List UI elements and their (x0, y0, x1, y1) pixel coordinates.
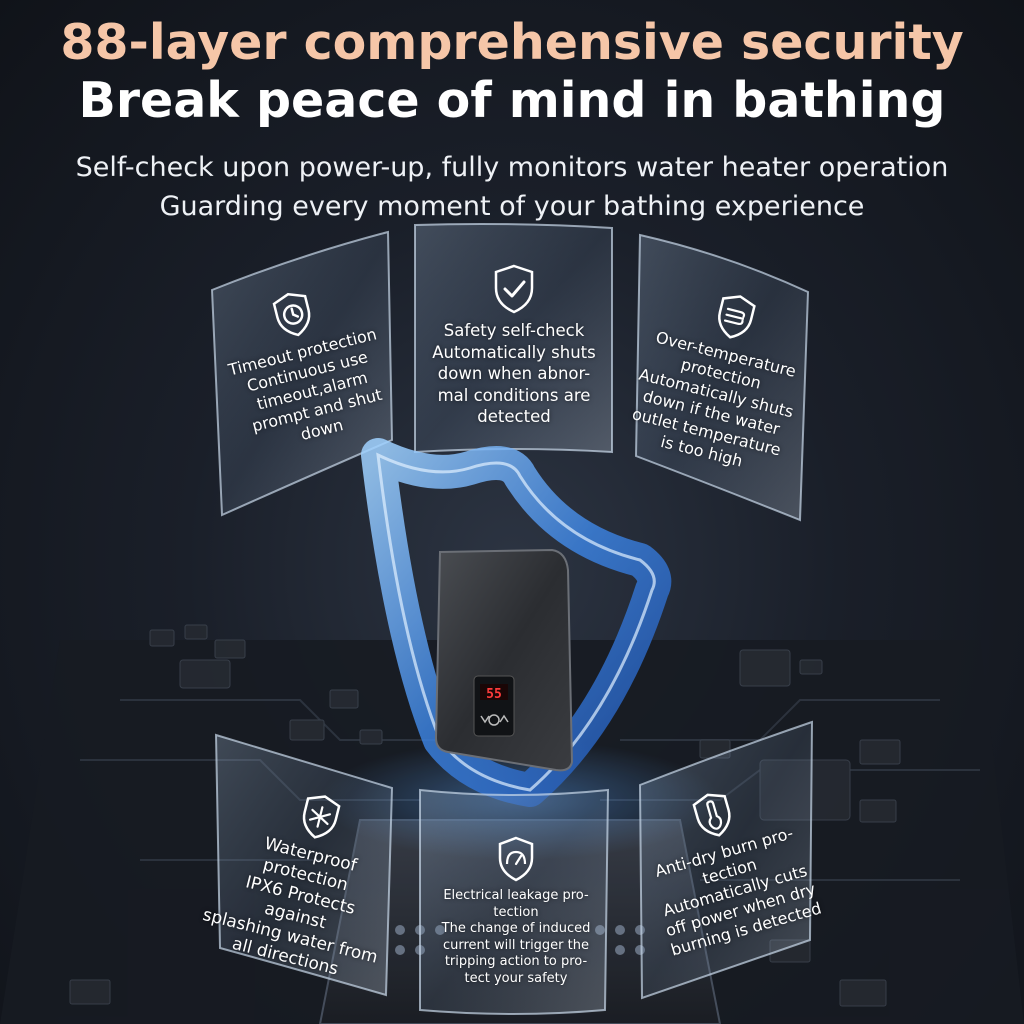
headline-line-1: 88-layer comprehensive security (60, 14, 964, 71)
feature-line: detected (477, 407, 551, 426)
feature-line: current will trigger the (443, 937, 589, 953)
wind-shield-icon (718, 295, 756, 339)
headline-line-2: Break peace of mind in bathing (78, 72, 946, 129)
snowflake-shield-icon (302, 795, 341, 839)
thermometer-shield-icon (692, 793, 731, 837)
glass-panel-waterproof (214, 733, 394, 997)
blue-shield (361, 438, 672, 807)
feature-line: mal conditions are (437, 385, 591, 405)
heater-display-value: 55 (486, 687, 502, 702)
glass-panel-timeout (210, 230, 394, 517)
feature-safety-self-check: Safety self-check Automatically shuts do… (420, 264, 608, 428)
feature-timeout-protection: Timeout protection Continuous use timeou… (206, 272, 406, 460)
water-heater: 55 (434, 548, 574, 772)
gauge-shield-icon (498, 836, 534, 882)
feature-anti-dry-burn-protection: Anti-dry burn pro- tection Automatically… (626, 770, 829, 962)
subheadline-line-2: Guarding every moment of your bathing ex… (159, 191, 865, 222)
feature-line: Electrical leakage pro- (443, 888, 589, 903)
feature-line: tection (493, 904, 539, 920)
feature-line: The change of induced (441, 921, 591, 936)
glass-panel-anti-dry (638, 720, 814, 1000)
check-shield-icon (494, 264, 534, 314)
feature-line: tect your safety (464, 970, 568, 986)
feature-line: Automatically shuts (432, 342, 596, 362)
feature-line: tripping action to pro- (444, 954, 588, 969)
feature-over-temperature-protection: Over-temperature protection Automaticall… (618, 274, 823, 482)
feature-electrical-leakage-protection: Electrical leakage pro- tection The chan… (424, 836, 608, 987)
glass-panel-over-temperature (634, 233, 810, 522)
glass-panel-leakage (419, 788, 610, 1015)
glass-panel-self-check (414, 223, 613, 454)
subheadline-line-1: Self-check upon power-up, fully monitors… (75, 152, 949, 183)
clock-shield-icon (272, 292, 311, 337)
feature-line: down when abnor- (437, 364, 591, 383)
feature-line: Safety self-check (443, 321, 585, 340)
feature-waterproof-protection: Waterproof protection IPX6 Protects agai… (195, 773, 413, 989)
